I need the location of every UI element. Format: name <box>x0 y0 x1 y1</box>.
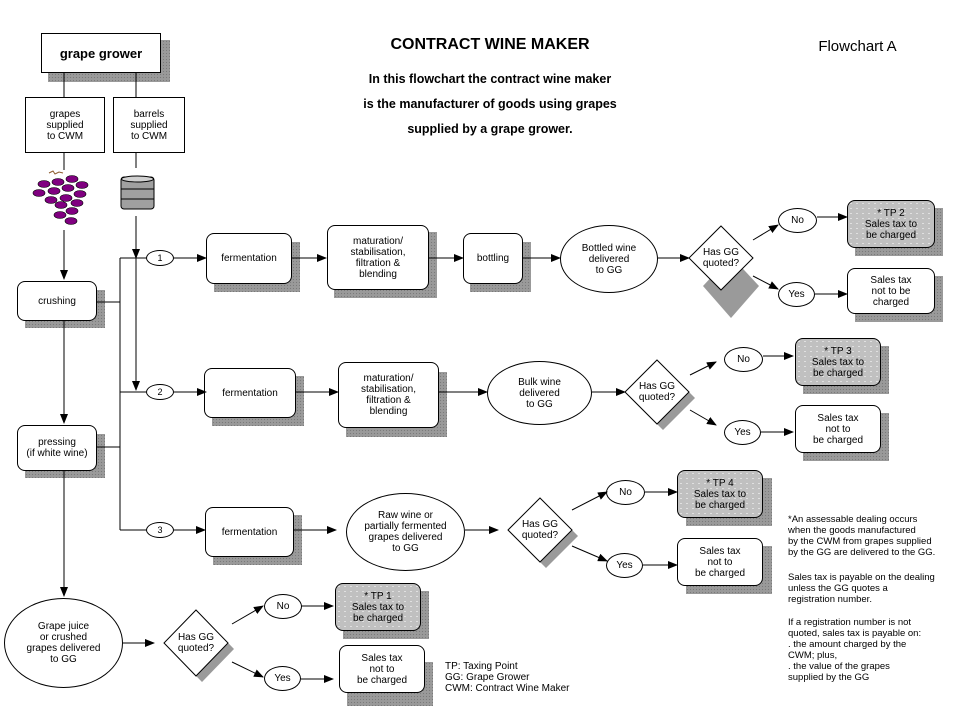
branch-3-yes: Yes <box>606 553 643 578</box>
branch-1-no: No <box>778 208 817 233</box>
branch-1-tax-not-charged: Sales tax not to be charged <box>847 268 935 314</box>
barrel-icon <box>120 175 155 210</box>
branch-1-maturation: maturation/ stabilisation, filtration & … <box>327 225 429 290</box>
bottom-decision: Has GG quoted? <box>177 632 215 654</box>
branch-3-fermentation: fermentation <box>205 507 294 557</box>
branch-3-tax-not-charged: Sales tax not to be charged <box>677 538 763 586</box>
branch-2-number: 2 <box>146 384 174 400</box>
branch-3-tp-box: * TP 4 Sales tax to be charged <box>677 470 763 518</box>
branch-2-tp-box: * TP 3 Sales tax to be charged <box>795 338 881 386</box>
branch-2-delivery: Bulk wine delivered to GG <box>487 361 592 425</box>
branch-2-fermentation: fermentation <box>204 368 296 418</box>
tp1-tax-charged: Sales tax to be charged <box>351 601 405 624</box>
tp2-label: * TP 2 <box>877 207 905 219</box>
abbreviation-legend: TP: Taxing Point GG: Grape Grower CWM: C… <box>445 661 570 694</box>
branch-1-delivery: Bottled wine delivered to GG <box>560 225 658 293</box>
intro-line-3: supplied by a grape grower. <box>407 122 573 136</box>
branch-2-maturation: maturation/ stabilisation, filtration & … <box>338 362 439 428</box>
page-title: CONTRACT WINE MAKER <box>390 36 590 53</box>
branch-3-decision: Has GG quoted? <box>521 519 559 541</box>
tp1-label: * TP 1 <box>364 590 392 602</box>
flowchart-id: Flowchart A <box>818 38 897 55</box>
tp2-tax-charged: Sales tax to be charged <box>864 218 918 241</box>
bottom-no: No <box>264 594 302 619</box>
bottom-tp-box: * TP 1 Sales tax to be charged <box>335 583 421 631</box>
branch-2-yes: Yes <box>724 420 761 445</box>
tp4-label: * TP 4 <box>706 477 734 489</box>
tp3-tax-charged: Sales tax to be charged <box>811 356 865 379</box>
crushing-step: crushing <box>17 281 97 321</box>
branch-1-yes: Yes <box>778 282 815 307</box>
note-paragraph-3: If a registration number is not quoted, … <box>788 617 922 683</box>
pressing-step: pressing (if white wine) <box>17 425 97 471</box>
branch-2-decision: Has GG quoted? <box>638 381 676 403</box>
grape-grower-box: grape grower <box>41 33 161 73</box>
branch-1-bottling: bottling <box>463 233 523 284</box>
bottom-tax-not-charged: Sales tax not to be charged <box>339 645 425 693</box>
branch-3-delivery: Raw wine or partially fermented grapes d… <box>346 493 465 571</box>
branch-3-no: No <box>606 480 645 505</box>
branch-1-number: 1 <box>146 250 174 266</box>
intro-line-1: In this flowchart the contract wine make… <box>368 72 612 86</box>
note-paragraph-2: Sales tax is payable on the dealing unle… <box>788 572 935 605</box>
grape-juice-delivered: Grape juice or crushed grapes delivered … <box>4 598 123 688</box>
grapes-supplied-box: grapes supplied to CWM <box>25 97 105 153</box>
branch-1-decision: Has GG quoted? <box>702 247 740 269</box>
note-star: * <box>788 514 792 525</box>
branch-1-fermentation: fermentation <box>206 233 292 284</box>
branch-1-tp-box: * TP 2 Sales tax to be charged <box>847 200 935 248</box>
barrels-supplied-box: barrels supplied to CWM <box>113 97 185 153</box>
bottom-yes: Yes <box>264 666 301 691</box>
tp3-label: * TP 3 <box>824 345 852 357</box>
intro-line-2: is the manufacturer of goods using grape… <box>363 97 617 111</box>
branch-3-number: 3 <box>146 522 174 538</box>
branch-2-tax-not-charged: Sales tax not to be charged <box>795 405 881 453</box>
note-paragraph-1: *An assessable dealing occurs when the g… <box>788 514 936 558</box>
tp4-tax-charged: Sales tax to be charged <box>693 488 747 511</box>
branch-2-no: No <box>724 347 763 372</box>
grapes-icon <box>32 170 89 225</box>
